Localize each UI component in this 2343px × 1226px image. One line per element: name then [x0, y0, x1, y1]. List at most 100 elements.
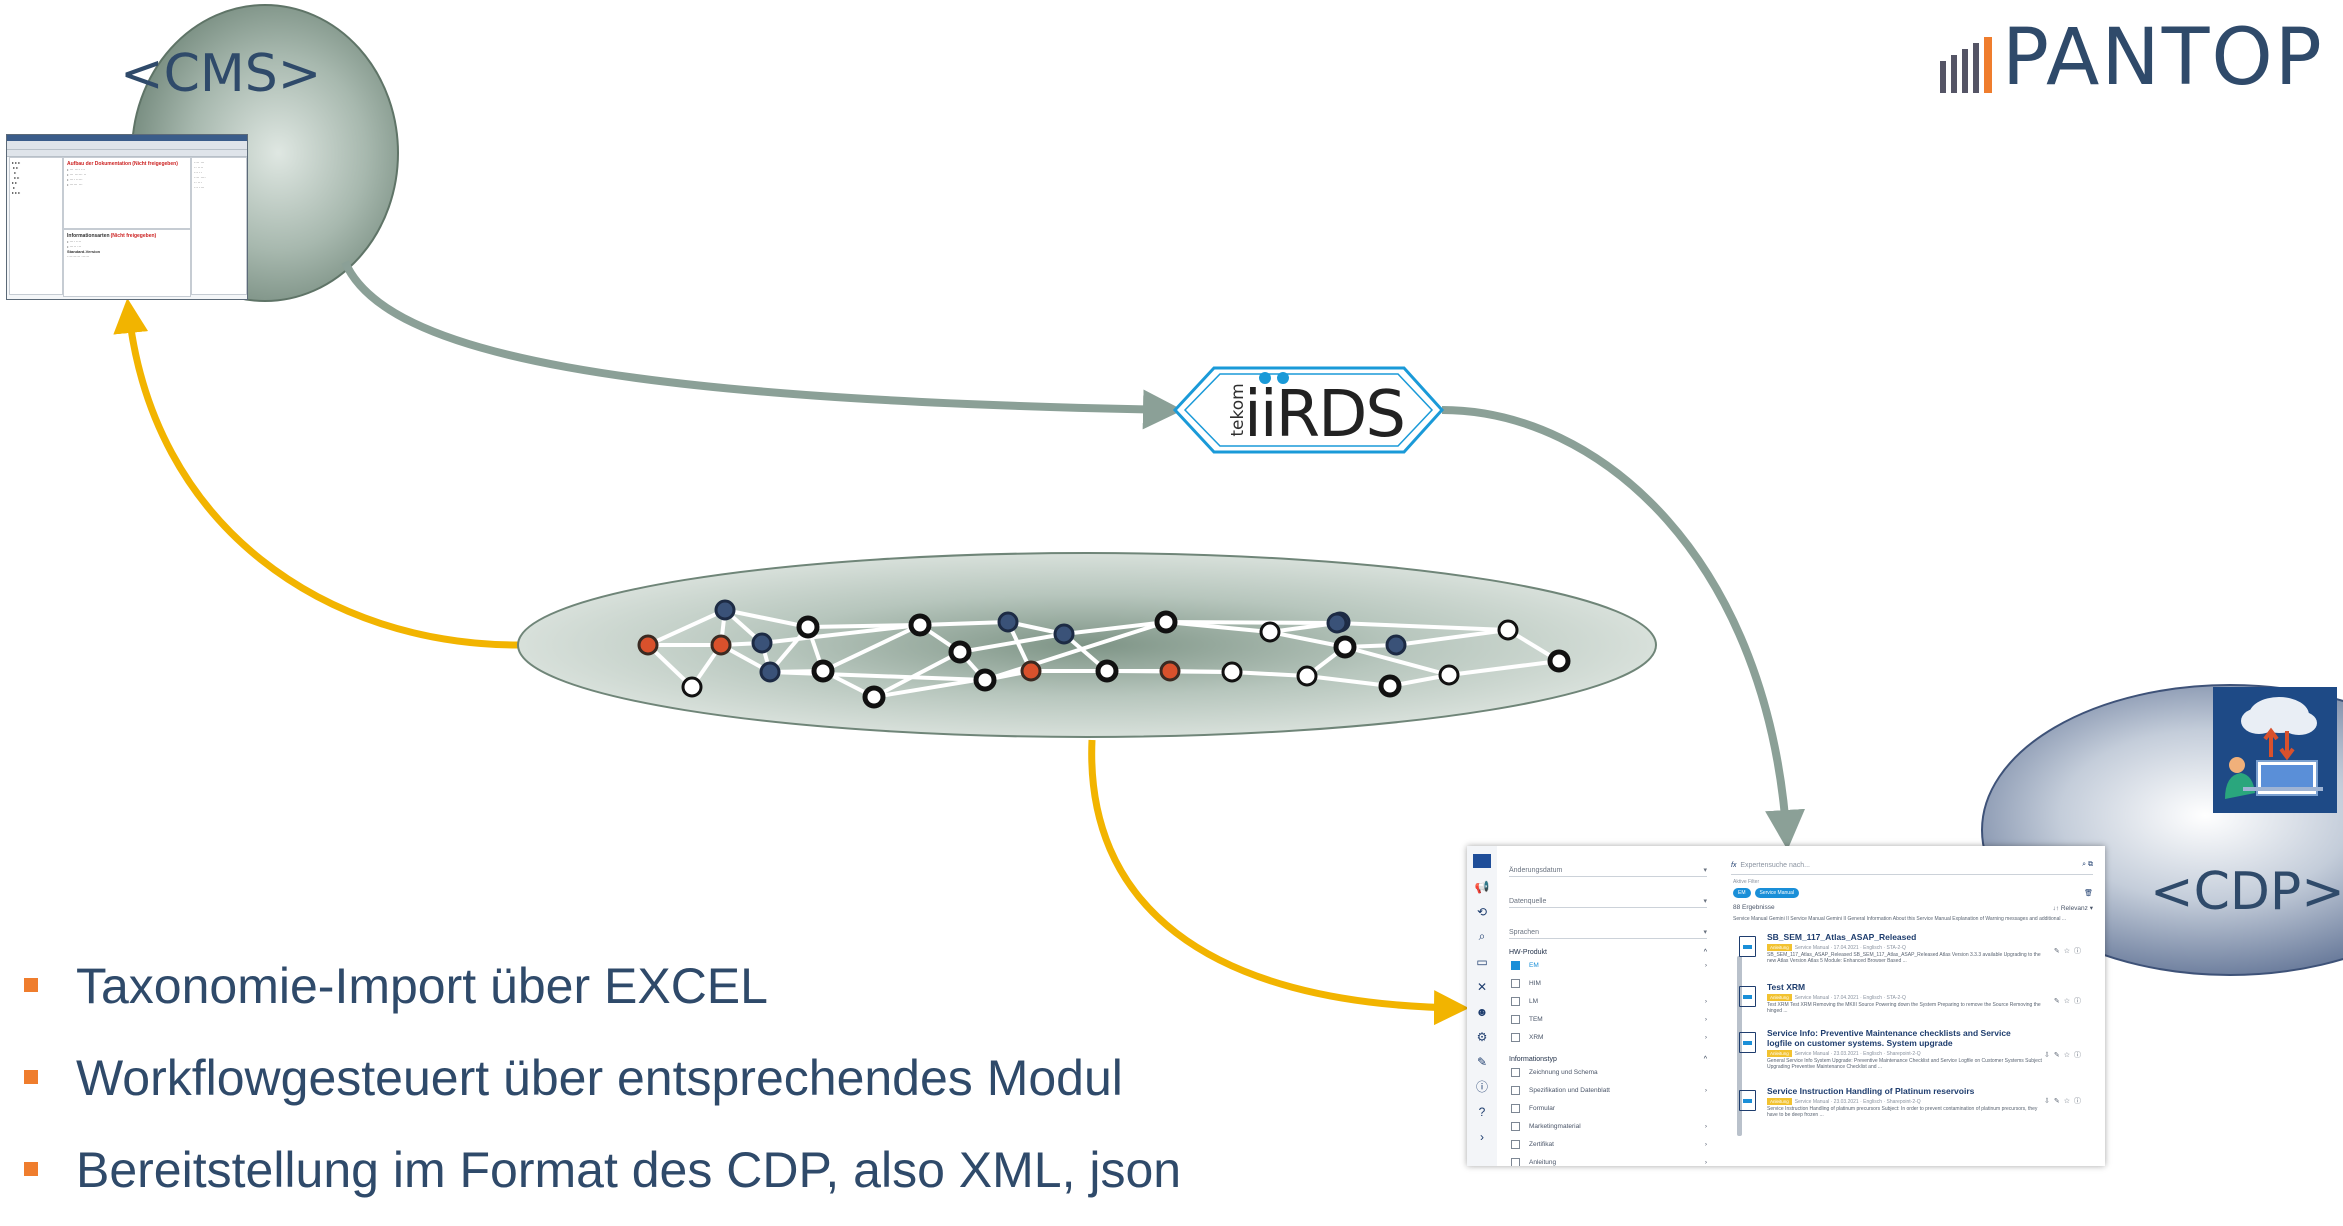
network-edge	[1306, 674, 1391, 688]
cdp-results-panel: fx Expertensuche nach...⌕ ⧉ Aktive Filte…	[1725, 846, 2105, 1166]
result-item[interactable]: Service Info: Preventive Maintenance che…	[1733, 1024, 2093, 1082]
info-icon[interactable]: ⓘ	[1475, 1080, 1488, 1094]
filter-hw-heading[interactable]: HW-Produkt^	[1509, 949, 1707, 956]
network-edge	[1395, 628, 1509, 647]
result-title[interactable]: Service Instruction Handling of Platinum…	[1767, 1086, 1975, 1096]
search-icon[interactable]: ⌕	[1478, 929, 1486, 943]
cms-label: <CMS>	[120, 44, 322, 104]
network-node-black	[1095, 659, 1119, 683]
network-node-blue	[759, 661, 781, 683]
network-edge	[1448, 659, 1560, 677]
network-edge	[724, 608, 809, 629]
tools-icon[interactable]: ✕	[1476, 979, 1488, 994]
arrow-taxonomy-to-cdp	[1088, 739, 1469, 1026]
history-icon[interactable]: ⟲	[1476, 904, 1488, 919]
document-icon	[1739, 1090, 1756, 1111]
filter-hw-item[interactable]: TEM›	[1511, 1010, 1707, 1028]
active-filter-chip[interactable]: Service Manual	[1754, 888, 1799, 898]
network-node-white	[1438, 664, 1460, 686]
cms-screenshot: ▸ ▸ ▸ ▸ ▸ ▸ ▸ ▸▸ ▸ ▸▸ ▸ ▸ Aufbau der Dok…	[6, 134, 248, 300]
network-edge	[822, 623, 921, 673]
network-node-black	[1154, 610, 1178, 634]
filter-info-item[interactable]: Spezifikation und Datenblatt›	[1511, 1081, 1707, 1099]
active-filter-chip[interactable]: EM	[1733, 888, 1751, 898]
filter-info-item[interactable]: Anleitung›	[1511, 1153, 1707, 1166]
edit-icon[interactable]: ✎	[1476, 1054, 1488, 1069]
result-title[interactable]: SB_SEM_117_Atlas_ASAP_Released	[1767, 932, 1917, 942]
filter-hw-item[interactable]: LM›	[1511, 992, 1707, 1010]
sort-select[interactable]: ↓↑ Relevanz ▾	[2052, 905, 2094, 912]
filter-info-item[interactable]: Formular	[1511, 1099, 1707, 1117]
network-node-blue	[751, 632, 773, 654]
result-title[interactable]: Service Info: Preventive Maintenance che…	[1767, 1028, 2011, 1048]
taxonomy-network-blob	[517, 552, 1657, 738]
result-actions[interactable]: ⇩✎☆ⓘ	[2043, 1098, 2085, 1105]
expand-icon[interactable]: ›	[1480, 1129, 1484, 1144]
filter-info-item[interactable]: Marketingmaterial›	[1511, 1117, 1707, 1135]
network-node-orange	[1020, 660, 1042, 682]
network-node-orange	[1159, 660, 1181, 682]
expert-search-input[interactable]: fx Expertensuche nach...⌕ ⧉	[1731, 856, 2093, 875]
network-edge	[919, 620, 1009, 627]
filter-source-select[interactable]: Datenquelle▾	[1509, 885, 1707, 908]
cdp-icon-rail: 📢 ⟲ ⌕ ▭ ✕ ☻ ⚙ ✎ ⓘ ? ›	[1467, 846, 1498, 1166]
arrow-cms-to-iirds	[341, 260, 1183, 430]
iirds-logo: tekom iiRDS	[1172, 366, 1445, 454]
network-node-black	[862, 685, 886, 709]
result-actions[interactable]: ✎☆ⓘ	[2053, 998, 2085, 1005]
network-edge	[1231, 670, 1308, 678]
network-edge	[1344, 645, 1450, 677]
network-node-blue	[1326, 612, 1348, 634]
cms-heading1-tag: (Nicht freigegeben)	[132, 161, 178, 167]
filter-info-item[interactable]: Zeichnung und Schema	[1511, 1063, 1707, 1081]
document-icon	[1739, 986, 1756, 1007]
network-edge	[769, 670, 986, 682]
network-node-black	[1333, 635, 1357, 659]
trash-icon[interactable]: 🗑	[2084, 890, 2093, 897]
network-edge	[1269, 621, 1338, 634]
bullet-item: Taxonomie-Import über EXCEL	[24, 950, 1181, 1042]
cloud-platform-icon	[2213, 687, 2337, 813]
result-item[interactable]: Service Instruction Handling of Platinum…	[1733, 1082, 2093, 1122]
iirds-tekom-text: tekom	[1228, 383, 1248, 436]
pantop-logo: PANTOP	[1940, 12, 2343, 104]
network-edge	[1063, 620, 1167, 636]
network-node-white	[1259, 621, 1281, 643]
network-node-blue	[997, 611, 1019, 633]
network-edge	[1165, 620, 1338, 625]
result-title[interactable]: Test XRM	[1767, 982, 1806, 992]
filter-hw-item[interactable]: EM›	[1511, 956, 1707, 974]
network-edge	[959, 632, 1065, 654]
network-node-black	[796, 615, 820, 639]
result-item[interactable]: SB_SEM_117_Atlas_ASAP_Released Anleitung…	[1733, 928, 2093, 978]
bullet-item: Bereitstellung im Format des CDP, also X…	[24, 1134, 1181, 1226]
megaphone-icon[interactable]: 📢	[1474, 879, 1490, 894]
network-node-black	[973, 668, 997, 692]
help-icon[interactable]: ?	[1478, 1104, 1486, 1119]
pantop-logo-text: PANTOP	[2002, 13, 2324, 103]
arrow-iirds-to-cdp	[1441, 406, 1806, 850]
document-icon	[1739, 936, 1756, 957]
filter-hw-item[interactable]: XRM›	[1511, 1028, 1707, 1046]
filter-hw-item[interactable]: HIM	[1511, 974, 1707, 992]
settings-icon[interactable]: ⚙	[1476, 1029, 1488, 1044]
network-edges	[646, 608, 1561, 699]
active-filters: Aktive Filter EM Service Manual 🗑	[1733, 879, 2093, 898]
folder-icon[interactable]: ▭	[1476, 954, 1488, 969]
cms-sub: Standard-Version	[67, 249, 101, 254]
filter-language-select[interactable]: Sprachen▾	[1509, 916, 1707, 939]
network-node-black	[811, 659, 835, 683]
document-icon	[1739, 1032, 1756, 1053]
filter-date-select[interactable]: Änderungsdatum▾	[1509, 854, 1707, 877]
result-actions[interactable]: ✎☆ⓘ	[2053, 948, 2085, 955]
network-edge	[761, 623, 921, 645]
filter-info-heading[interactable]: Informationstyp^	[1509, 1056, 1707, 1063]
result-snippet: Service Manual Gemini II Service Manual …	[1733, 916, 2067, 922]
result-actions[interactable]: ⇩✎☆ⓘ	[2043, 1052, 2085, 1059]
users-icon[interactable]: ☻	[1475, 1004, 1489, 1019]
filter-info-item[interactable]: Zertifikat›	[1511, 1135, 1707, 1153]
network-node-blue	[1053, 623, 1075, 645]
bullet-item: Workflowgesteuert über entsprechendes Mo…	[24, 1042, 1181, 1134]
network-node-blue	[1385, 634, 1407, 656]
